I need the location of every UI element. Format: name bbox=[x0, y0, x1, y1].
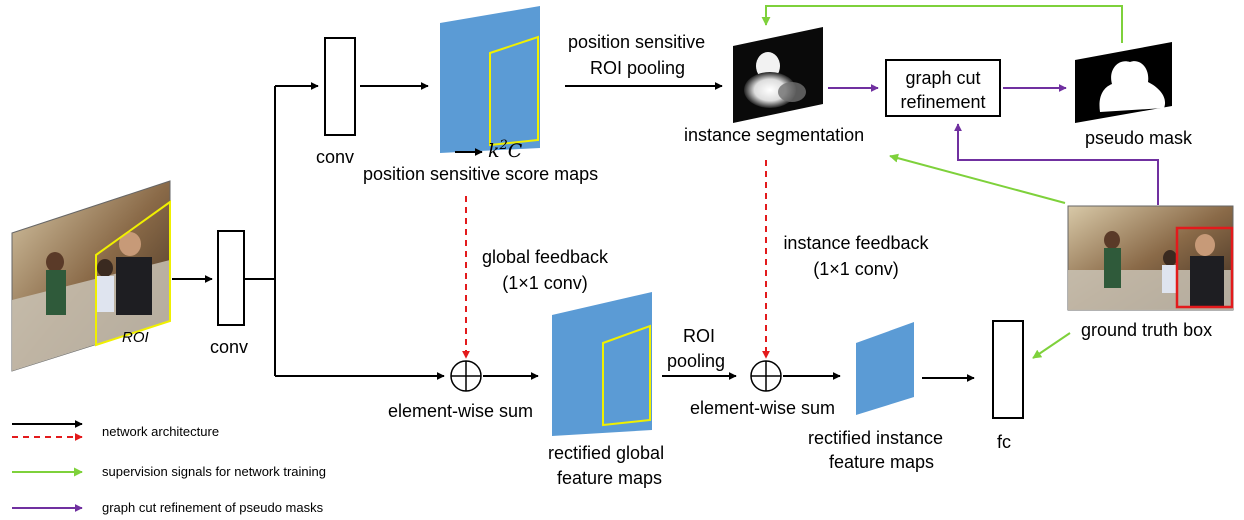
global-feedback-label-1: global feedback bbox=[482, 247, 609, 267]
arrow-gt-to-fc-supervision bbox=[1032, 332, 1071, 359]
ground-truth-label: ground truth box bbox=[1081, 320, 1212, 340]
conv-block-input bbox=[217, 230, 245, 326]
arrow-gt-to-seg-supervision bbox=[889, 153, 1066, 204]
legend-item-supervision: supervision signals for network training bbox=[12, 464, 326, 479]
ps-pooling-label-2: ROI pooling bbox=[590, 58, 685, 78]
graph-cut-label-2: refinement bbox=[900, 92, 985, 112]
roi-pooling-label-2: pooling bbox=[667, 351, 725, 371]
element-sum-1-label: element-wise sum bbox=[388, 401, 533, 421]
legend-label-network-architecture: network architecture bbox=[102, 424, 219, 439]
split-lines bbox=[245, 82, 445, 380]
graph-cut-label-1: graph cut bbox=[905, 68, 980, 88]
arrow-gt-to-graphcut bbox=[954, 123, 1159, 205]
roi-pooling-label-1: ROI bbox=[683, 326, 715, 346]
input-image: ROI bbox=[11, 180, 171, 372]
instance-feedback-label-2: (1×1 conv) bbox=[813, 259, 899, 279]
element-wise-sum-1 bbox=[450, 360, 482, 392]
arrow-mask-to-seg-supervision bbox=[761, 5, 1123, 43]
legend-item-graph-cut: graph cut refinement of pseudo masks bbox=[12, 500, 324, 515]
instance-feedback-label-1: instance feedback bbox=[783, 233, 929, 253]
conv-top-label: conv bbox=[316, 147, 354, 167]
legend-label-supervision: supervision signals for network training bbox=[102, 464, 326, 479]
global-feedback-label-2: (1×1 conv) bbox=[502, 273, 588, 293]
legend: network architecture supervision signals… bbox=[12, 420, 326, 515]
k2c-label: k2C bbox=[488, 138, 523, 162]
legend-item-network-architecture: network architecture bbox=[12, 420, 219, 441]
instance-segmentation-map bbox=[733, 27, 823, 123]
rect-global-label-2: feature maps bbox=[557, 468, 662, 488]
fc-block bbox=[992, 320, 1024, 419]
rect-instance-label-1: rectified instance bbox=[808, 428, 943, 448]
legend-label-graph-cut: graph cut refinement of pseudo masks bbox=[102, 500, 324, 515]
rect-global-label-1: rectified global bbox=[548, 443, 664, 463]
score-maps bbox=[440, 6, 540, 153]
roi-label: ROI bbox=[122, 329, 149, 346]
conv-input-label: conv bbox=[210, 337, 248, 357]
graph-cut-box bbox=[885, 59, 1001, 117]
pseudo-mask bbox=[1075, 42, 1172, 123]
instance-segmentation-label: instance segmentation bbox=[684, 125, 864, 145]
pseudo-mask-label: pseudo mask bbox=[1085, 128, 1193, 148]
score-maps-label: position sensitive score maps bbox=[363, 164, 598, 184]
rect-instance-label-2: feature maps bbox=[829, 452, 934, 472]
ps-pooling-label-1: position sensitive bbox=[568, 32, 705, 52]
rectified-instance-feature-maps bbox=[856, 322, 914, 415]
element-sum-2-label: element-wise sum bbox=[690, 398, 835, 418]
ground-truth-image bbox=[1067, 205, 1234, 311]
conv-block-top bbox=[324, 37, 356, 136]
rectified-global-feature-maps bbox=[552, 292, 652, 436]
element-wise-sum-2 bbox=[750, 360, 782, 392]
fc-label: fc bbox=[997, 432, 1011, 452]
